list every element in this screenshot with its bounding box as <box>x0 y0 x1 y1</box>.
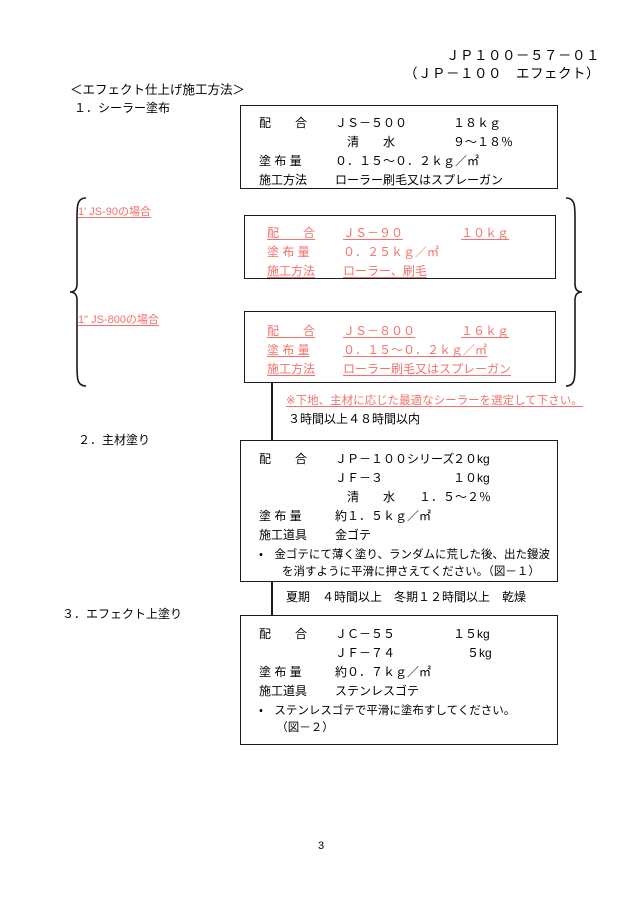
table-row: 塗 布 量 ０．１５～０．２ｋｇ／㎡ <box>259 152 557 171</box>
row-label: 配 合 <box>267 324 316 338</box>
row-label: 塗 布 量 <box>267 245 310 259</box>
row-label: 施工道具 <box>259 528 308 542</box>
spec-box-sealer-js800: 配 合 ＪＳ－８００ １６ｋｇ 塗 布 量 ０．１５～０．２ｋｇ／㎡ 施工方法 … <box>244 311 556 383</box>
connector-sealer-to-main <box>271 383 273 440</box>
row-material: 金ゴテ <box>335 528 372 542</box>
row-material: 約０．７ｋｇ／㎡ <box>335 665 432 679</box>
row-label: 配 合 <box>267 226 316 240</box>
row-label: 塗 布 量 <box>259 154 302 168</box>
row-material: ステンレスゴテ <box>335 684 420 698</box>
row-amount: １５kg <box>453 627 490 641</box>
row-amount: １０kg <box>453 471 490 485</box>
row-label: 配 合 <box>259 452 308 466</box>
instruction-line: （図－２） <box>259 722 334 734</box>
instruction-line: を消すように平滑に押さえてください。（図－１） <box>259 566 540 578</box>
row-amount: １６ｋｇ <box>461 324 510 338</box>
instruction-line: ・ ステンレスゴテで平滑に塗布すしてください。 <box>259 705 516 717</box>
row-label: 配 合 <box>259 627 308 641</box>
row-material: ＪＦ－３ <box>335 471 384 485</box>
row-amount: ５kg <box>467 646 492 660</box>
row-material: ＪＳ－８００ <box>343 324 416 338</box>
row-material: ＪＰ－１００シリーズ <box>335 452 455 466</box>
row-amount: １８ｋｇ <box>453 116 502 130</box>
cure-time-main: 夏期 ４時間以上 冬期１２時間以上 乾燥 <box>286 590 527 604</box>
table-row: 清 水 １．５～２％ <box>259 488 557 507</box>
row-material: ローラー、刷毛 <box>343 264 427 278</box>
page-number: 3 <box>317 840 325 852</box>
table-row: 配 合 ＪＳ－８００ １６ｋｇ <box>267 322 555 341</box>
sealer-selection-note: ※下地、主材に応じた最適なシーラーを選定して下さい。 <box>286 395 583 407</box>
group-brace-left <box>68 196 90 388</box>
table-row: 施工方法 ローラー、刷毛 <box>267 262 555 281</box>
row-material: ０．１５～０．２ｋｇ／㎡ <box>335 154 480 168</box>
row-amount: ９～１８％ <box>453 135 514 149</box>
table-row: ＪＦ－３ １０kg <box>259 469 557 488</box>
step-label-1-alt-js800: 1" JS-800の場合 <box>78 314 159 326</box>
table-row: 配 合 ＪＣ－５５ １５kg <box>259 625 557 644</box>
row-material: ローラー刷毛又はスプレーガン <box>335 173 504 187</box>
table-row: 清 水 ９～１８％ <box>259 133 557 152</box>
table-row: 塗 布 量 ０．２５ｋｇ／㎡ <box>267 243 555 262</box>
row-label: 塗 布 量 <box>259 665 302 679</box>
row-label: 施工方法 <box>259 173 308 187</box>
row-label: 塗 布 量 <box>267 343 310 357</box>
table-row: 配 合 ＪＳ－５００ １８ｋｇ <box>259 114 557 133</box>
document-code-line1: ＪＰ１００－５７－０１ <box>446 48 600 63</box>
table-row: 塗 布 量 約１．５ｋｇ／㎡ <box>259 507 557 526</box>
section-title: ＜エフェクト仕上げ施工方法＞ <box>70 83 246 97</box>
table-row: 配 合 ＪＰ－１００シリーズ ２０kg <box>259 450 557 469</box>
row-material: 清 水 <box>335 135 396 149</box>
document-code-line2: （ＪＰ－１００ エフェクト） <box>404 66 600 81</box>
row-material: ＪＳ－９０ <box>343 226 404 240</box>
row-amount: １０ｋｇ <box>461 226 510 240</box>
row-material: ０．１５～０．２ｋｇ／㎡ <box>343 343 488 357</box>
row-amount: ２０kg <box>453 452 490 466</box>
table-row: 配 合 ＪＳ－９０ １０ｋｇ <box>267 224 555 243</box>
spec-box-main-coat: 配 合 ＪＰ－１００シリーズ ２０kg ＪＦ－３ １０kg 清 水 １．５～２％… <box>240 440 558 582</box>
cure-time-sealer: ３時間以上４８時間以内 <box>288 412 421 426</box>
step-label-1-alt-js90: 1' JS-90の場合 <box>78 206 152 218</box>
step-label-3: ３．エフェクト上塗り <box>62 607 183 621</box>
table-row: ＪＦ－７４ ５kg <box>259 644 557 663</box>
step-label-2: ２．主材塗り <box>78 433 151 447</box>
spec-box-sealer-js500: 配 合 ＪＳ－５００ １８ｋｇ 清 水 ９～１８％ 塗 布 量 ０．１５～０．２… <box>240 105 558 189</box>
instruction-line: ・ 金ゴテにて薄く塗り、ランダムに荒した後、出た鏝波 <box>259 549 550 561</box>
row-material: 清 水 １．５～２％ <box>335 490 492 504</box>
row-material: ＪＣ－５５ <box>335 627 396 641</box>
table-row: 塗 布 量 約０．７ｋｇ／㎡ <box>259 663 557 682</box>
spec-box-effect-topcoat: 配 合 ＪＣ－５５ １５kg ＪＦ－７４ ５kg 塗 布 量 約０．７ｋｇ／㎡ … <box>240 615 558 745</box>
row-label: 施工方法 <box>267 264 316 278</box>
row-material: ＪＳ－５００ <box>335 116 408 130</box>
connector-main-to-topcoat <box>271 582 273 615</box>
table-row: 施工方法 ローラー刷毛又はスプレーガン <box>259 171 557 190</box>
table-row: 施工道具 ステンレスゴテ <box>259 682 557 701</box>
group-brace-right <box>562 196 584 388</box>
row-material: ０．２５ｋｇ／㎡ <box>343 245 440 259</box>
table-row: 施工道具 金ゴテ <box>259 526 557 545</box>
step-label-1: １．シーラー塗布 <box>74 101 171 115</box>
table-row: 施工方法 ローラー刷毛又はスプレーガン <box>267 360 555 379</box>
spec-box-sealer-js90: 配 合 ＪＳ－９０ １０ｋｇ 塗 布 量 ０．２５ｋｇ／㎡ 施工方法 ローラー、… <box>244 215 556 279</box>
table-row: 塗 布 量 ０．１５～０．２ｋｇ／㎡ <box>267 341 555 360</box>
row-label: 施工道具 <box>259 684 308 698</box>
row-label: 施工方法 <box>267 362 316 376</box>
row-material: 約１．５ｋｇ／㎡ <box>335 509 432 523</box>
row-label: 塗 布 量 <box>259 509 302 523</box>
row-material: ローラー刷毛又はスプレーガン <box>343 362 512 376</box>
row-label: 配 合 <box>259 116 308 130</box>
row-material: ＪＦ－７４ <box>335 646 396 660</box>
